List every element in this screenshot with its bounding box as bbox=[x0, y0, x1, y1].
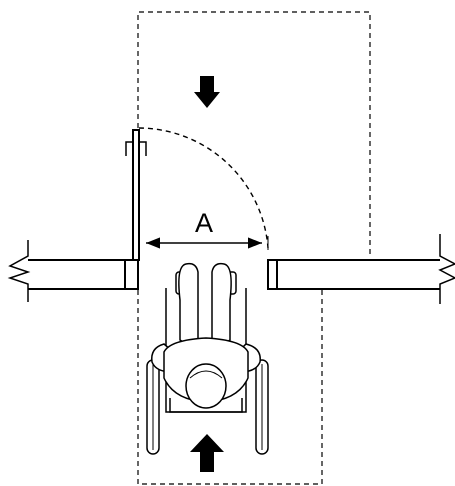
maneuvering-clearance-push-side bbox=[137, 11, 371, 258]
wall-left bbox=[7, 240, 139, 302]
arrow-down-icon bbox=[194, 76, 220, 108]
wall-right bbox=[267, 234, 455, 304]
door-leaf bbox=[125, 129, 147, 261]
wheelchair-user-icon bbox=[146, 262, 269, 455]
clear-width-label: A bbox=[195, 208, 213, 238]
clear-width-dimension bbox=[138, 236, 269, 250]
arrow-up-icon bbox=[190, 434, 224, 472]
